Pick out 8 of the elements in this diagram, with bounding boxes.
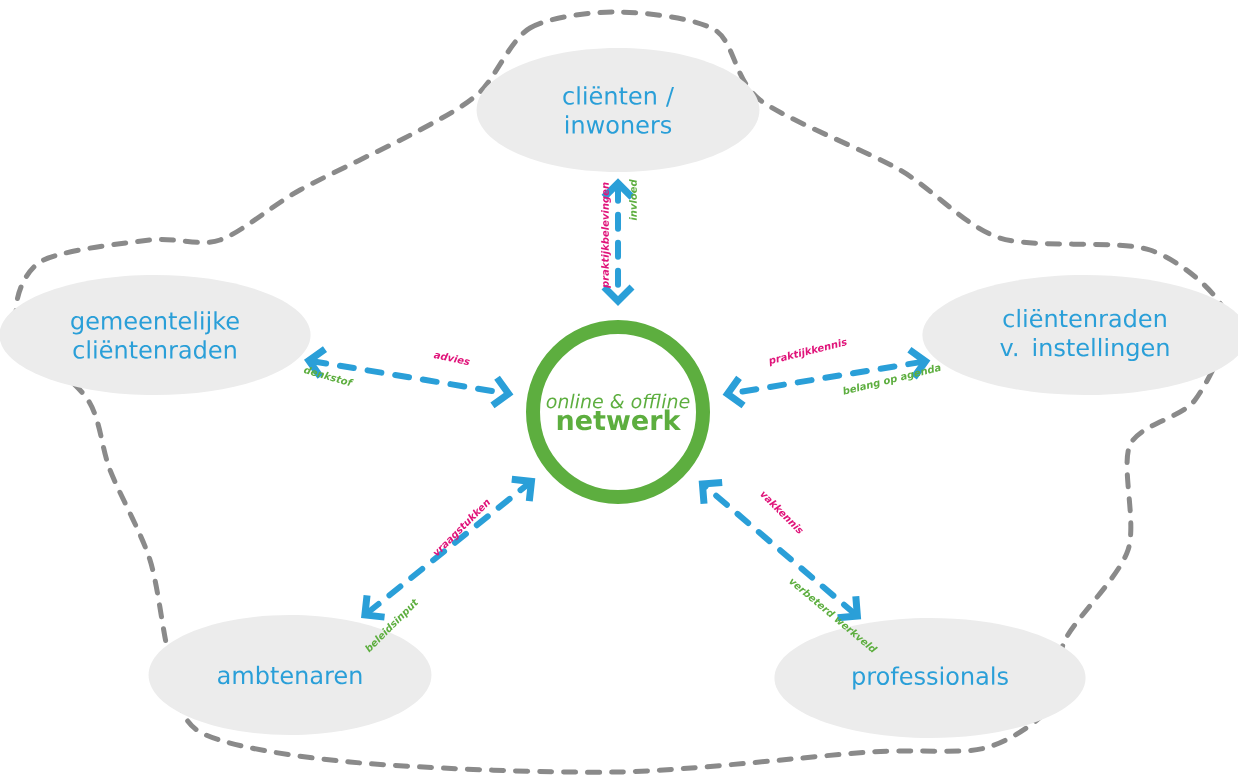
arrow <box>698 478 862 622</box>
network-ring: online & offline netwerk <box>526 320 710 504</box>
edge-label: advies <box>433 352 470 365</box>
arrow <box>722 346 931 409</box>
edge-label: praktijkbelevingen <box>601 182 611 289</box>
arrow <box>361 475 536 621</box>
arrow <box>304 346 514 409</box>
arrow <box>601 178 635 306</box>
